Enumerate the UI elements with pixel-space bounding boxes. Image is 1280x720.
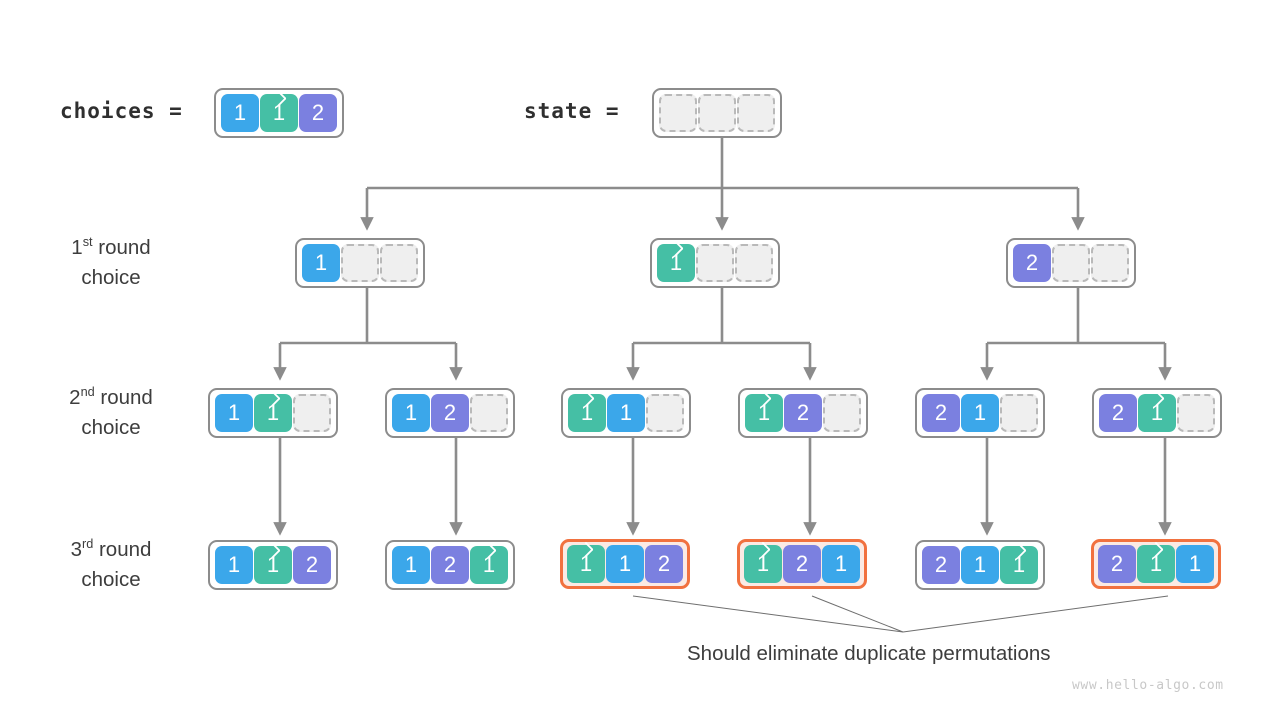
cell: 1 [568, 394, 606, 432]
hat-marker: 1 [579, 551, 593, 576]
node-r3n3: 1 1 2 [560, 539, 690, 589]
round-label-1-line1: 1st round [71, 234, 151, 259]
cell-empty [341, 244, 379, 282]
hat-marker: 1 [1150, 400, 1164, 425]
hat-marker: 1 [266, 552, 280, 577]
node-r2n3: 1 1 [561, 388, 691, 438]
cell: 1 [606, 545, 644, 583]
choices-cell-1: 1 [260, 94, 298, 132]
cell: 1 [1137, 545, 1175, 583]
hat-marker: 1 [266, 400, 280, 425]
round-label-3-line2: choice [81, 568, 141, 591]
cell: 1 [657, 244, 695, 282]
cell-empty [646, 394, 684, 432]
cell: 1 [961, 394, 999, 432]
cell: 2 [293, 546, 331, 584]
cell: 2 [1098, 545, 1136, 583]
node-r2n2: 1 2 [385, 388, 515, 438]
cell: 1 [215, 394, 253, 432]
cell: 2 [1099, 394, 1137, 432]
cell: 1 [254, 546, 292, 584]
state-cell-0 [659, 94, 697, 132]
cell: 1 [392, 394, 430, 432]
cell: 2 [645, 545, 683, 583]
node-r3n2: 1 2 1 [385, 540, 515, 590]
cell: 1 [745, 394, 783, 432]
node-r3n5: 2 1 1 [915, 540, 1045, 590]
cell: 2 [922, 394, 960, 432]
hat-marker: 1 [272, 100, 286, 125]
cell: 1 [1000, 546, 1038, 584]
node-r2n4: 1 2 [738, 388, 868, 438]
cell: 2 [784, 394, 822, 432]
round-label-2-line2: choice [81, 416, 141, 439]
cell-empty [1052, 244, 1090, 282]
cell: 2 [783, 545, 821, 583]
round-label-3: 3rd round choice [26, 535, 196, 595]
cell: 1 [470, 546, 508, 584]
cell: 2 [922, 546, 960, 584]
cell: 1 [567, 545, 605, 583]
cell-empty [293, 394, 331, 432]
cell-empty [1000, 394, 1038, 432]
cell: 1 [302, 244, 340, 282]
choices-label: choices = [60, 99, 183, 123]
hat-marker: 1 [669, 250, 683, 275]
hat-marker: 1 [1149, 551, 1163, 576]
hat-marker: 1 [482, 552, 496, 577]
cell-empty [735, 244, 773, 282]
cell-empty [380, 244, 418, 282]
cell-empty [696, 244, 734, 282]
cell: 1 [607, 394, 645, 432]
cell: 1 [1176, 545, 1214, 583]
round-label-3-line1: 3rd round [70, 536, 152, 561]
node-r1n2: 1 [650, 238, 780, 288]
cell-empty [470, 394, 508, 432]
state-cell-2 [737, 94, 775, 132]
cell-empty [1177, 394, 1215, 432]
cell: 1 [215, 546, 253, 584]
hat-marker: 1 [580, 400, 594, 425]
cell: 1 [392, 546, 430, 584]
node-r2n5: 2 1 [915, 388, 1045, 438]
round-label-2: 2nd round choice [26, 383, 196, 443]
hat-marker: 1 [756, 551, 770, 576]
watermark: www.hello-algo.com [1072, 678, 1224, 693]
node-r3n1: 1 1 2 [208, 540, 338, 590]
round-label-2-line1: 2nd round [69, 384, 153, 409]
node-r1n3: 2 [1006, 238, 1136, 288]
cell-empty [1091, 244, 1129, 282]
node-r2n1: 1 1 [208, 388, 338, 438]
choices-array: 1 1 2 [214, 88, 344, 138]
cell: 1 [822, 545, 860, 583]
cell: 2 [1013, 244, 1051, 282]
choices-cell-0: 1 [221, 94, 259, 132]
cell: 1 [961, 546, 999, 584]
node-r3n4: 1 2 1 [737, 539, 867, 589]
choices-cell-2: 2 [299, 94, 337, 132]
round-label-1-line2: choice [81, 266, 141, 289]
node-r3n6: 2 1 1 [1091, 539, 1221, 589]
node-r2n6: 2 1 [1092, 388, 1222, 438]
cell: 2 [431, 546, 469, 584]
hat-marker: 1 [1012, 552, 1026, 577]
cell-empty [823, 394, 861, 432]
caption-text: Should eliminate duplicate permutations [687, 642, 1051, 665]
state-label: state = [524, 99, 620, 123]
cell: 1 [1138, 394, 1176, 432]
cell: 2 [431, 394, 469, 432]
round-label-1: 1st round choice [26, 233, 196, 293]
cell: 1 [744, 545, 782, 583]
hat-marker: 1 [757, 400, 771, 425]
state-cell-1 [698, 94, 736, 132]
node-r1n1: 1 [295, 238, 425, 288]
cell: 1 [254, 394, 292, 432]
state-array [652, 88, 782, 138]
